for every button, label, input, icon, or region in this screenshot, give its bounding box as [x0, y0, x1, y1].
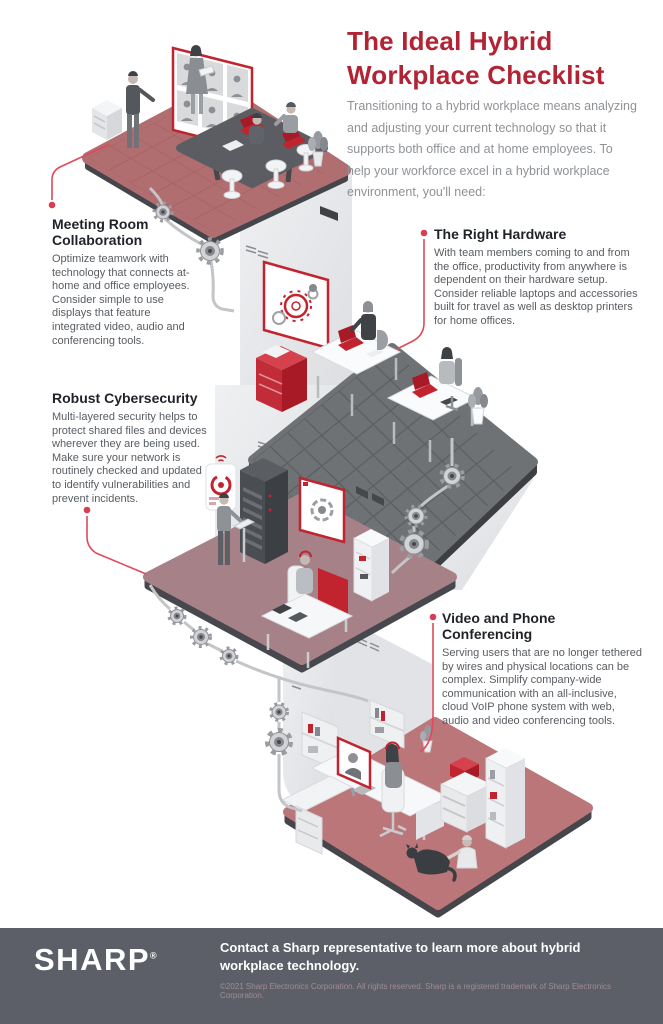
- person-standing-laptop: [186, 45, 215, 114]
- framed-artwork: [298, 476, 346, 544]
- desk-1: [310, 325, 402, 416]
- plant-office: [468, 387, 488, 425]
- person-operator: [287, 550, 313, 631]
- section-body: Optimize teamwork with technology that c…: [52, 253, 190, 347]
- cable-valves: [152, 201, 465, 756]
- intro-paragraph: Transitioning to a hybrid workplace mean…: [347, 99, 637, 199]
- section-video-phone-conferencing: Video and Phone Conferencing Serving use…: [442, 610, 642, 729]
- server-rack: [240, 458, 288, 564]
- video-call-monitor: [336, 736, 372, 797]
- scene-meeting-room: [82, 45, 351, 244]
- laptop-red: [282, 136, 306, 149]
- callout-connectors: [51, 143, 434, 753]
- section-body: Serving users that are no longer tethere…: [442, 647, 642, 727]
- section-title: Meeting Room Collaboration: [52, 216, 149, 248]
- printer-mfp: [256, 345, 307, 412]
- meeting-chairs: [221, 144, 316, 199]
- plant-desk: [420, 725, 433, 753]
- sharp-logo: SHARP®: [34, 942, 157, 977]
- child-figure: [446, 835, 478, 869]
- section-title: The Right Hardware: [434, 226, 567, 242]
- person-presenter: [126, 71, 155, 148]
- registered-mark: ®: [150, 950, 157, 961]
- section-meeting-room-collaboration: Meeting Room Collaboration Optimize team…: [52, 216, 197, 348]
- section-body: Multi-layered security helps to protect …: [52, 411, 207, 505]
- footer-contact-text: Contact a Sharp representative to learn …: [220, 940, 581, 973]
- plant: [308, 131, 328, 167]
- footer-bar: SHARP® Contact a Sharp representative to…: [0, 928, 663, 1024]
- section-title: Robust Cybersecurity: [52, 390, 198, 406]
- section-the-right-hardware: The Right Hardware With team members com…: [434, 226, 639, 329]
- person-seated-2: [274, 102, 298, 133]
- person-home-worker: [379, 741, 407, 838]
- person-technician: [217, 493, 256, 565]
- drawer-unit: [440, 757, 491, 833]
- security-shield-icon: [205, 455, 237, 511]
- section-robust-cybersecurity: Robust Cybersecurity Multi-layered secur…: [52, 390, 210, 506]
- wall-vent: [320, 206, 338, 221]
- supply-cabinet: [353, 529, 389, 602]
- callout-dots: [48, 201, 437, 621]
- operator-desk: [260, 550, 354, 668]
- cat-figure: [406, 843, 457, 882]
- page-title: The Ideal Hybrid Workplace Checklist: [347, 26, 605, 90]
- section-body: With team members coming to and from the…: [434, 247, 638, 327]
- whiteboard-gears: [262, 260, 330, 350]
- scene-server-room: [143, 455, 457, 673]
- cabinet: [92, 100, 122, 140]
- wifi-icon: [215, 455, 227, 462]
- headset-icon: [299, 550, 312, 558]
- person-seated-1: [249, 113, 264, 144]
- person-office-seated: [439, 347, 462, 412]
- footer-copyright: ©2021 Sharp Electronics Corporation. All…: [220, 982, 611, 1000]
- bookcase: [485, 748, 525, 849]
- scene-home-office: [280, 699, 593, 918]
- section-title: Video and Phone Conferencing: [442, 610, 556, 642]
- wall-shelf-right: [369, 699, 405, 749]
- headphones-icon: [385, 741, 400, 750]
- person-office-standing: [350, 301, 388, 350]
